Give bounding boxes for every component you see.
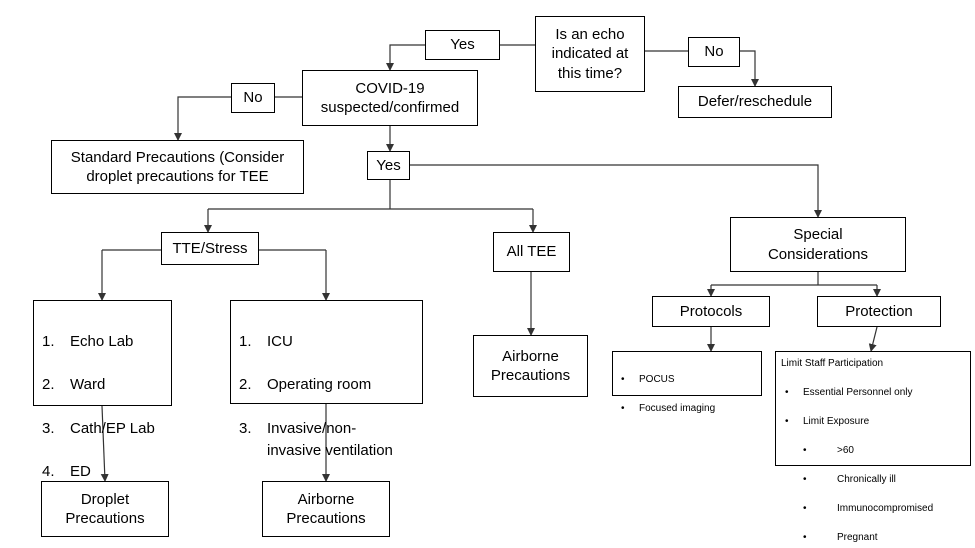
list-item: 1.ICU: [239, 332, 293, 350]
high-risk-locations-list: 1.ICU 2.Operating room 3.Invasive/non- i…: [239, 309, 393, 483]
list-item: •Chronically ill: [781, 473, 933, 488]
standard-text: Standard Precautions (Consider droplet p…: [70, 148, 285, 186]
defer-reschedule-box: Defer/reschedule: [678, 86, 832, 118]
special-text: Special Considerations: [767, 226, 869, 263]
edge-no-standard: [174, 96, 231, 141]
airborne-precautions-icu-box: Airborne Precautions: [262, 481, 390, 537]
high-risk-locations-box: 1.ICU 2.Operating room 3.Invasive/non- i…: [230, 300, 423, 459]
no-label-covid: No: [231, 83, 275, 113]
covid-text: COVID-19 suspected/confirmed: [320, 79, 460, 117]
edge-yes-covid: [386, 44, 425, 71]
tte-stress-box: TTE/Stress: [161, 232, 259, 265]
protection-list-title: Limit Staff Participation: [781, 358, 884, 369]
special-considerations-box: Special Considerations: [730, 217, 906, 272]
list-item: •Limit Exposure: [781, 415, 933, 430]
yes-top-text: Yes: [450, 36, 475, 54]
edge-yes-special: [410, 164, 822, 218]
bullet-icon: •: [803, 532, 807, 543]
yes-label-covid: Yes: [367, 151, 410, 180]
airborne-precautions-tee-box: Airborne Precautions: [473, 335, 588, 397]
bullet-icon: •: [803, 503, 807, 514]
droplet-precautions-box: Droplet Precautions: [41, 481, 169, 537]
airborne-tee-text: Airborne Precautions: [490, 347, 571, 385]
protocols-text: Protocols: [679, 302, 743, 320]
list-item: •POCUS: [617, 373, 715, 388]
protection-text: Protection: [845, 302, 913, 320]
no-top-text: No: [704, 43, 724, 61]
yes-label-top: Yes: [425, 30, 500, 60]
no-label-top: No: [688, 37, 740, 67]
edge-no-defer: [740, 50, 759, 87]
edge-low-droplet: [100, 405, 109, 482]
low-risk-locations-list: 1.Echo Lab 2.Ward 3.Cath/EP Lab 4.ED: [42, 309, 155, 505]
defer-text: Defer/reschedule: [697, 93, 813, 111]
bullet-icon: •: [785, 416, 789, 427]
list-item: •Essential Personnel only: [781, 386, 933, 401]
all-tee-text: All TEE: [506, 243, 557, 261]
bullet-icon: •: [621, 402, 625, 414]
bullet-icon: •: [785, 387, 789, 398]
protection-box: Protection: [817, 296, 941, 327]
standard-precautions-box: Standard Precautions (Consider droplet p…: [51, 140, 304, 194]
list-item: 3.Cath/EP Lab: [42, 419, 155, 437]
bullet-icon: •: [803, 445, 807, 456]
list-item: •>60: [781, 444, 933, 459]
no-covid-text: No: [243, 89, 263, 107]
bullet-icon: •: [621, 373, 625, 385]
edge-protection-list: [868, 326, 878, 352]
all-tee-box: All TEE: [493, 232, 570, 272]
covid-box: COVID-19 suspected/confirmed: [302, 70, 478, 126]
echo-indicated-label: Is an echo indicated at this time?: [551, 25, 629, 82]
droplet-text: Droplet Precautions: [65, 490, 145, 528]
protocols-box: Protocols: [652, 296, 770, 327]
bullet-icon: •: [803, 474, 807, 485]
list-item: 4.ED: [42, 463, 91, 481]
list-item: •Immunocompromised: [781, 502, 933, 517]
list-item: •Pregnant: [781, 531, 933, 546]
list-item: 1.Echo Lab: [42, 332, 134, 350]
protection-list: •Essential Personnel only •Limit Exposur…: [781, 372, 933, 548]
protocols-list: •POCUS •Focused imaging: [617, 358, 715, 431]
list-item: 2.Operating room: [239, 376, 372, 394]
protocols-list-box: •POCUS •Focused imaging: [612, 351, 762, 414]
airborne-icu-text: Airborne Precautions: [286, 490, 366, 528]
protection-list-box: Limit Staff Participation •Essential Per…: [775, 351, 971, 543]
yes-covid-text: Yes: [376, 156, 401, 174]
list-item: 3.Invasive/non- invasive ventilation: [239, 419, 393, 459]
tte-stress-text: TTE/Stress: [172, 239, 248, 257]
low-risk-locations-box: 1.Echo Lab 2.Ward 3.Cath/EP Lab 4.ED: [33, 300, 172, 480]
list-item: 2.Ward: [42, 376, 106, 394]
list-item: •Focused imaging: [617, 402, 715, 417]
echo-indicated-decision: Is an echo indicated at this time?: [535, 16, 645, 92]
